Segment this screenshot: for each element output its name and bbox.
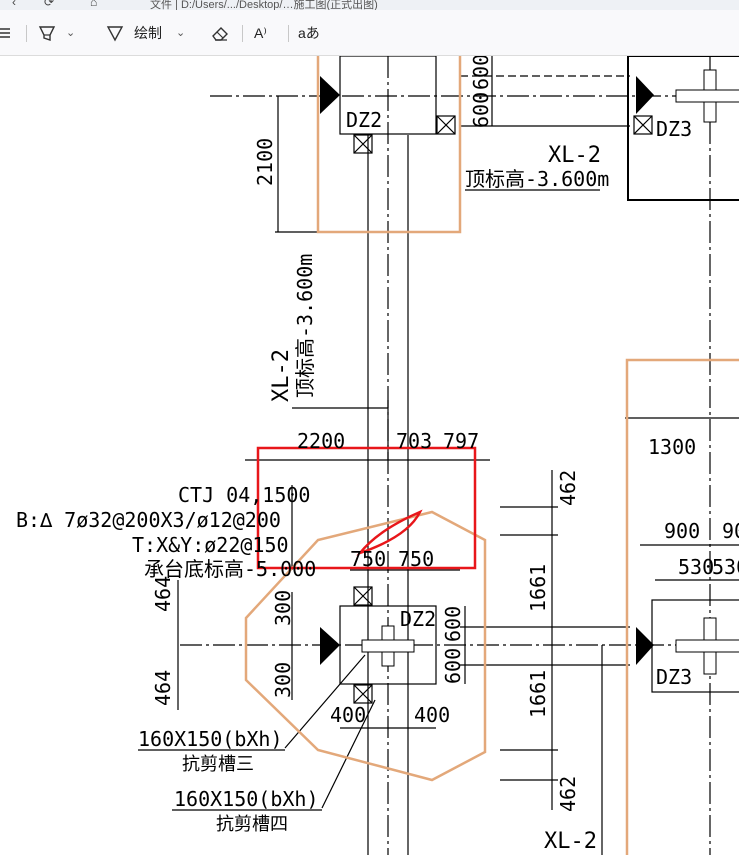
elevation-label: 顶标高-3.600m [465, 167, 609, 191]
rebar-cross-icon [361, 69, 739, 675]
read-aloud-button[interactable]: A⁾ [254, 25, 267, 41]
dimension-label: 797 [443, 429, 479, 453]
dimension-label: 530 [678, 555, 714, 579]
pile-cap-outline-right [625, 358, 739, 855]
dimension-label: 464 [151, 576, 175, 612]
red-freehand-markup [356, 509, 423, 556]
section-marker [320, 76, 654, 665]
cad-drawing-canvas[interactable]: DZ2 DZ3 600 600 XL-2 顶标高-3.600m 2100 顶标高… [0, 56, 739, 855]
dimension-label: 400 [330, 703, 366, 727]
groove-name-label: 抗剪槽三 [182, 754, 254, 775]
draw-button-label[interactable]: 绘制 [134, 25, 162, 41]
beam-label: XL-2 [544, 829, 597, 854]
dimension-label: 1661 [526, 564, 550, 612]
dimension-label: 2100 [253, 138, 277, 186]
refresh-icon[interactable]: ⟳ [44, 0, 55, 9]
dimension-label: 1661 [526, 670, 550, 718]
beam-label: XL-2 [548, 143, 601, 168]
column-label: DZ2 [400, 607, 436, 631]
elevation-label: 承台底标高-5.000 [144, 557, 316, 581]
leader-line [284, 654, 366, 749]
beam-label: XL-2 [269, 349, 294, 402]
pile-cap-outline-top [316, 56, 462, 234]
highlighter-icon[interactable] [38, 23, 56, 43]
dimension-label: 462 [556, 470, 580, 506]
dimension-label: 90 [722, 519, 739, 543]
dimension-label: 600 [441, 606, 465, 642]
red-rectangle-markup [256, 446, 477, 570]
dimension-label: 1300 [648, 435, 696, 459]
dimension-label: 600 [441, 648, 465, 684]
rebar-label: T:X&Y:ø22@150 [132, 533, 289, 557]
column-dz3-top [627, 56, 739, 201]
rebar-label: B:∆ 7ø32@200X3/ø12@200 [16, 508, 281, 532]
anchor-box [353, 115, 653, 704]
pen-icon[interactable] [106, 23, 124, 43]
groove-name-label: 抗剪槽四 [216, 814, 288, 835]
address-text[interactable]: 文件 | D:/Users/.../Desktop/…施工图(正式出图) [150, 0, 378, 10]
draw-dropdown-chevron-icon[interactable]: ⌄ [176, 27, 186, 39]
column-label: DZ3 [656, 117, 692, 141]
dimension-label: 750 [398, 547, 434, 571]
leader-line [321, 699, 376, 809]
dimension-label: 300 [271, 590, 295, 626]
dimension-label: 703 [396, 429, 432, 453]
dimension-label: 600 [469, 56, 493, 90]
back-icon[interactable]: ‹ [12, 0, 16, 9]
dimension-label: 530 [712, 555, 739, 579]
toolbar-divider [26, 25, 27, 42]
column-label: DZ2 [346, 108, 382, 132]
dimension-label: 400 [414, 703, 450, 727]
text-options-button[interactable]: aあ [298, 25, 320, 41]
toolbar-divider [288, 25, 289, 42]
dimension-label: 300 [271, 662, 295, 698]
dimension-label: 462 [556, 776, 580, 812]
dimension-label: 750 [350, 547, 386, 571]
dimension-label: 900 [664, 519, 700, 543]
pile-cap-label: CTJ 04,1500 [178, 483, 310, 507]
home-icon[interactable]: ⌂ [90, 0, 98, 9]
highlight-dropdown-chevron-icon[interactable]: ⌄ [66, 27, 76, 39]
eraser-icon[interactable] [210, 23, 230, 43]
toolbar-divider [242, 25, 243, 42]
groove-size-label: 160X150(bXh) [138, 727, 283, 751]
list-icon[interactable] [0, 23, 14, 43]
pile-cap-outline-hexagon [244, 510, 487, 782]
title-bar: ‹ ⟳ ⌂ 文件 | D:/Users/.../Desktop/…施工图(正式出… [0, 0, 739, 10]
elevation-label: 顶标高-3.600m [293, 254, 317, 398]
pdf-toolbar: ⌄ 绘制 ⌄ A⁾ aあ [0, 10, 739, 56]
groove-size-label: 160X150(bXh) [174, 787, 319, 811]
dimension-label: 464 [151, 670, 175, 706]
dimension-label: 600 [469, 92, 493, 128]
markup-annotation [256, 446, 477, 570]
column-label: DZ3 [656, 665, 692, 689]
dimension-label: 2200 [297, 429, 345, 453]
